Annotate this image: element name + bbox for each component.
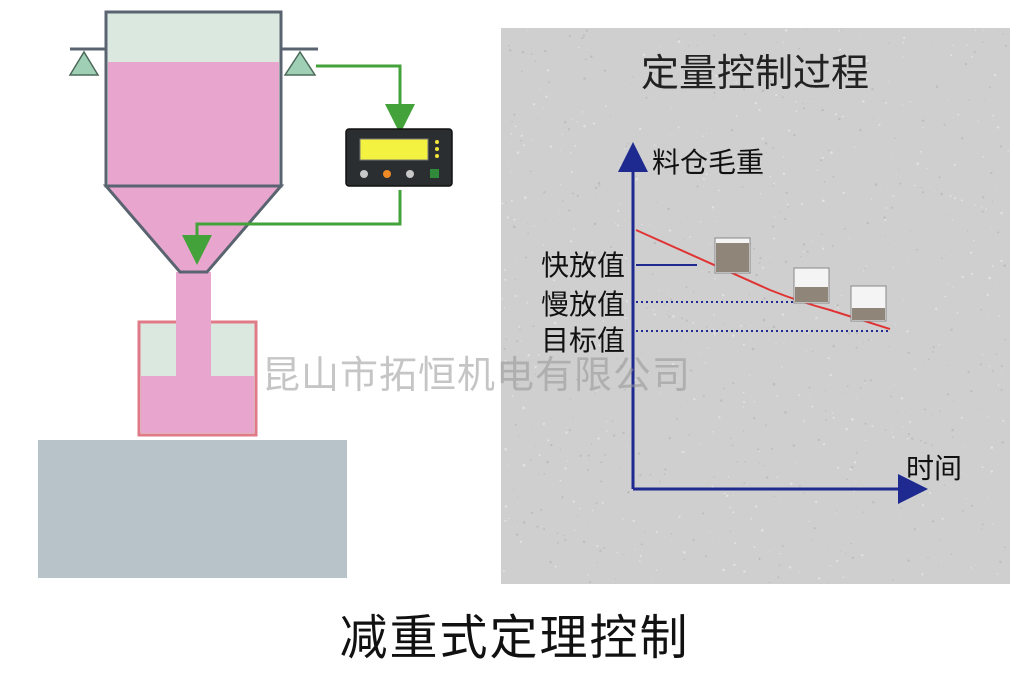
scale-platform xyxy=(38,440,347,578)
bin-low-icon xyxy=(850,285,887,322)
level-label-fast: 快放值 xyxy=(541,249,626,282)
bin-full-icon xyxy=(714,237,751,274)
chart-title: 定量控制过程 xyxy=(640,51,869,95)
y-axis-label: 料仓毛重 xyxy=(652,146,765,179)
material-stream xyxy=(176,272,211,376)
x-axis-label: 时间 xyxy=(906,452,963,485)
signal-arrow-to-controller xyxy=(316,64,415,134)
hopper xyxy=(102,10,285,274)
bin-half-icon xyxy=(793,267,830,304)
signal-arrow-to-valve xyxy=(182,190,402,265)
load-cell-left-icon xyxy=(68,47,106,76)
watermark: 昆山市拓恒机电有限公司 xyxy=(262,353,692,397)
load-cell-right-icon xyxy=(281,47,318,76)
level-label-target: 目标值 xyxy=(541,324,626,357)
weighing-controller-icon xyxy=(345,128,453,187)
level-label-slow: 慢放值 xyxy=(541,288,626,321)
caption: 减重式定理控制 xyxy=(339,610,690,666)
